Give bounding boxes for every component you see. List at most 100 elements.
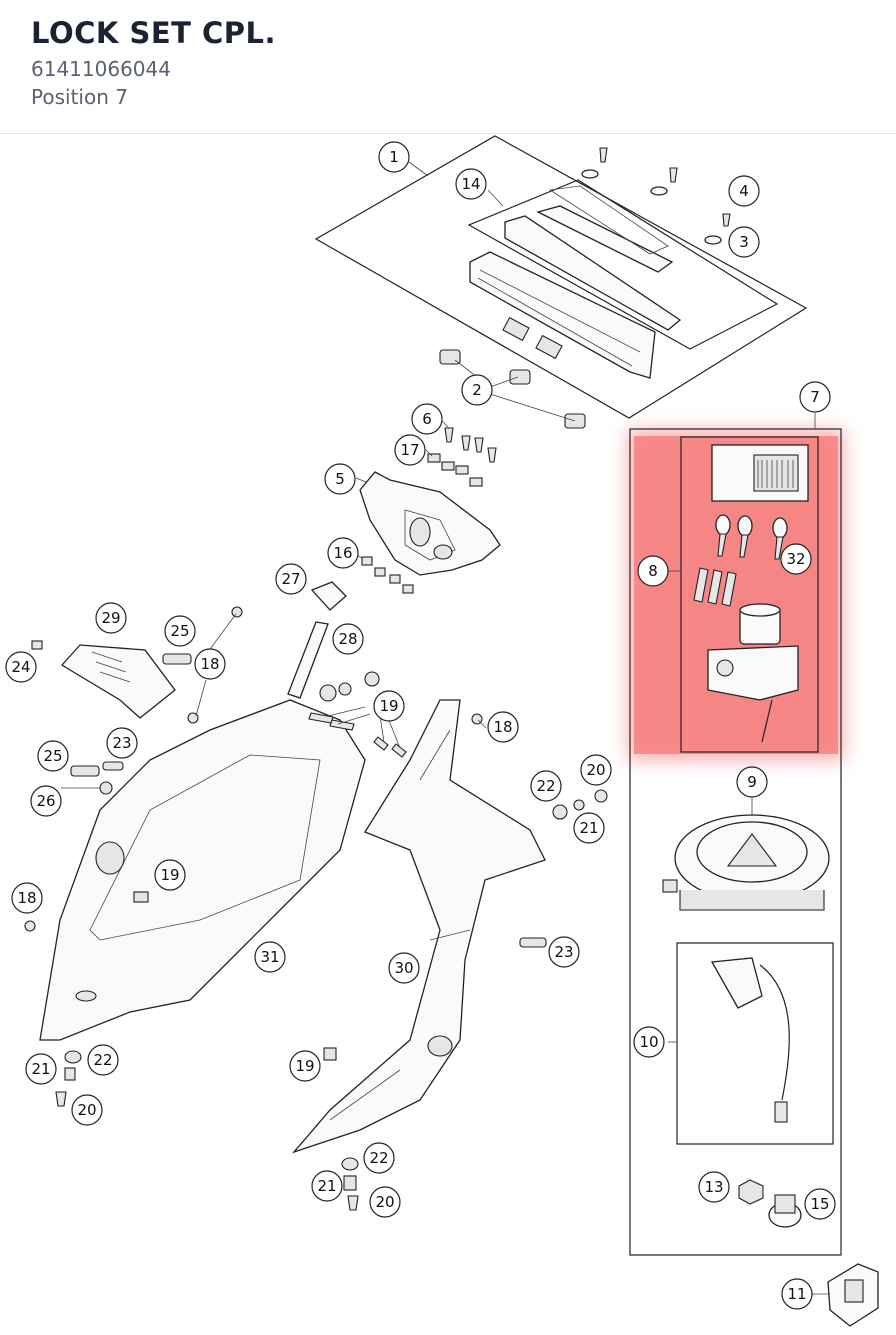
left-side-panel[interactable] bbox=[39, 699, 366, 1041]
display-gasket bbox=[504, 185, 682, 331]
callout-11[interactable]: 11 bbox=[781, 1278, 813, 1310]
svg-text:5: 5 bbox=[335, 470, 345, 488]
callout-9[interactable]: 9 bbox=[736, 766, 768, 798]
callout-30[interactable]: 30 bbox=[388, 952, 420, 984]
svg-text:1: 1 bbox=[389, 148, 399, 166]
callout-26[interactable]: 26 bbox=[30, 785, 62, 817]
cover-28 bbox=[287, 621, 329, 699]
callout-3[interactable]: 3 bbox=[728, 226, 760, 258]
callout-2[interactable]: 2 bbox=[461, 374, 493, 406]
svg-text:11: 11 bbox=[787, 1285, 806, 1303]
callout-19[interactable]: 19 bbox=[373, 690, 405, 722]
svg-text:18: 18 bbox=[17, 889, 36, 907]
svg-text:21: 21 bbox=[317, 1177, 336, 1195]
dashboard-bracket[interactable] bbox=[359, 471, 501, 576]
svg-text:10: 10 bbox=[639, 1033, 658, 1051]
part-number: 61411066044 bbox=[31, 57, 171, 81]
callout-20[interactable]: 20 bbox=[369, 1186, 401, 1218]
keys-box bbox=[680, 436, 819, 753]
svg-text:15: 15 bbox=[810, 1195, 829, 1213]
callout-18[interactable]: 18 bbox=[194, 648, 226, 680]
callout-23[interactable]: 23 bbox=[106, 727, 138, 759]
svg-text:18: 18 bbox=[200, 655, 219, 673]
lock-set-label-card[interactable] bbox=[711, 444, 809, 502]
screw-set bbox=[581, 147, 731, 245]
nut-13 bbox=[738, 1179, 764, 1205]
lock-cylinder-15[interactable] bbox=[768, 1194, 802, 1228]
callout-25[interactable]: 25 bbox=[37, 740, 69, 772]
callout-23[interactable]: 23 bbox=[548, 936, 580, 968]
fuel-tank-cap[interactable] bbox=[662, 814, 830, 911]
callout-19[interactable]: 19 bbox=[154, 859, 186, 891]
callout-22[interactable]: 22 bbox=[363, 1142, 395, 1174]
callout-27[interactable]: 27 bbox=[275, 563, 307, 595]
svg-text:20: 20 bbox=[77, 1101, 96, 1119]
callout-5[interactable]: 5 bbox=[324, 463, 356, 495]
callout-18[interactable]: 18 bbox=[11, 882, 43, 914]
svg-text:26: 26 bbox=[36, 792, 55, 810]
callout-8[interactable]: 8 bbox=[637, 555, 669, 587]
svg-text:19: 19 bbox=[160, 866, 179, 884]
cover-29[interactable] bbox=[60, 644, 176, 719]
svg-text:20: 20 bbox=[375, 1193, 394, 1211]
position-label: Position 7 bbox=[31, 85, 128, 109]
ignition-lock[interactable] bbox=[707, 603, 799, 743]
callout-17[interactable]: 17 bbox=[394, 434, 426, 466]
display-subframe bbox=[467, 179, 779, 350]
svg-text:9: 9 bbox=[747, 773, 757, 791]
page-header: LOCK SET CPL. 61411066044 Position 7 bbox=[0, 0, 896, 134]
svg-text:17: 17 bbox=[400, 441, 419, 459]
dashboard-kit-frame bbox=[314, 135, 808, 419]
callout-24[interactable]: 24 bbox=[5, 651, 37, 683]
svg-text:23: 23 bbox=[554, 943, 573, 961]
callout-31[interactable]: 31 bbox=[254, 941, 286, 973]
callout-32[interactable]: 32 bbox=[780, 543, 812, 575]
svg-text:19: 19 bbox=[295, 1057, 314, 1075]
svg-text:25: 25 bbox=[43, 747, 62, 765]
svg-text:29: 29 bbox=[101, 609, 120, 627]
callout-21[interactable]: 21 bbox=[573, 812, 605, 844]
svg-text:8: 8 bbox=[648, 562, 658, 580]
callout-14[interactable]: 14 bbox=[455, 168, 487, 200]
callout-25[interactable]: 25 bbox=[164, 615, 196, 647]
callout-21[interactable]: 21 bbox=[25, 1053, 57, 1085]
callout-20[interactable]: 20 bbox=[71, 1094, 103, 1126]
svg-text:18: 18 bbox=[493, 718, 512, 736]
callout-6[interactable]: 6 bbox=[411, 403, 443, 435]
bracket-27 bbox=[310, 581, 347, 611]
part-11[interactable] bbox=[827, 1263, 879, 1327]
callout-10[interactable]: 10 bbox=[633, 1026, 665, 1058]
svg-text:30: 30 bbox=[394, 959, 413, 977]
svg-text:22: 22 bbox=[536, 777, 555, 795]
callout-18[interactable]: 18 bbox=[487, 711, 519, 743]
svg-text:6: 6 bbox=[422, 410, 432, 428]
callout-16[interactable]: 16 bbox=[327, 537, 359, 569]
bolts-6 bbox=[427, 427, 497, 487]
callout-7[interactable]: 7 bbox=[799, 381, 831, 413]
callout-1[interactable]: 1 bbox=[378, 141, 410, 173]
keys-32[interactable] bbox=[693, 514, 788, 607]
svg-text:27: 27 bbox=[281, 570, 300, 588]
svg-text:32: 32 bbox=[786, 550, 805, 568]
exploded-parts-diagram: 1 14 4 3 2 7 6 17 5 16 8 32 27 28 29 25 … bbox=[0, 134, 896, 1335]
callout-22[interactable]: 22 bbox=[530, 770, 562, 802]
callout-4[interactable]: 4 bbox=[728, 175, 760, 207]
svg-text:28: 28 bbox=[338, 630, 357, 648]
dashboard-display[interactable] bbox=[469, 251, 656, 379]
right-side-panel[interactable] bbox=[291, 699, 546, 1154]
svg-text:19: 19 bbox=[379, 697, 398, 715]
callout-19[interactable]: 19 bbox=[289, 1050, 321, 1082]
callout-20[interactable]: 20 bbox=[580, 754, 612, 786]
callout-15[interactable]: 15 bbox=[804, 1188, 836, 1220]
callout-28[interactable]: 28 bbox=[332, 623, 364, 655]
svg-text:22: 22 bbox=[369, 1149, 388, 1167]
page-title: LOCK SET CPL. bbox=[31, 16, 277, 50]
nuts-16 bbox=[361, 556, 414, 594]
callout-21[interactable]: 21 bbox=[311, 1170, 343, 1202]
svg-text:16: 16 bbox=[333, 544, 352, 562]
callout-13[interactable]: 13 bbox=[698, 1171, 730, 1203]
svg-text:24: 24 bbox=[11, 658, 30, 676]
callout-29[interactable]: 29 bbox=[95, 602, 127, 634]
release-cable[interactable] bbox=[710, 957, 790, 1123]
callout-22[interactable]: 22 bbox=[87, 1044, 119, 1076]
